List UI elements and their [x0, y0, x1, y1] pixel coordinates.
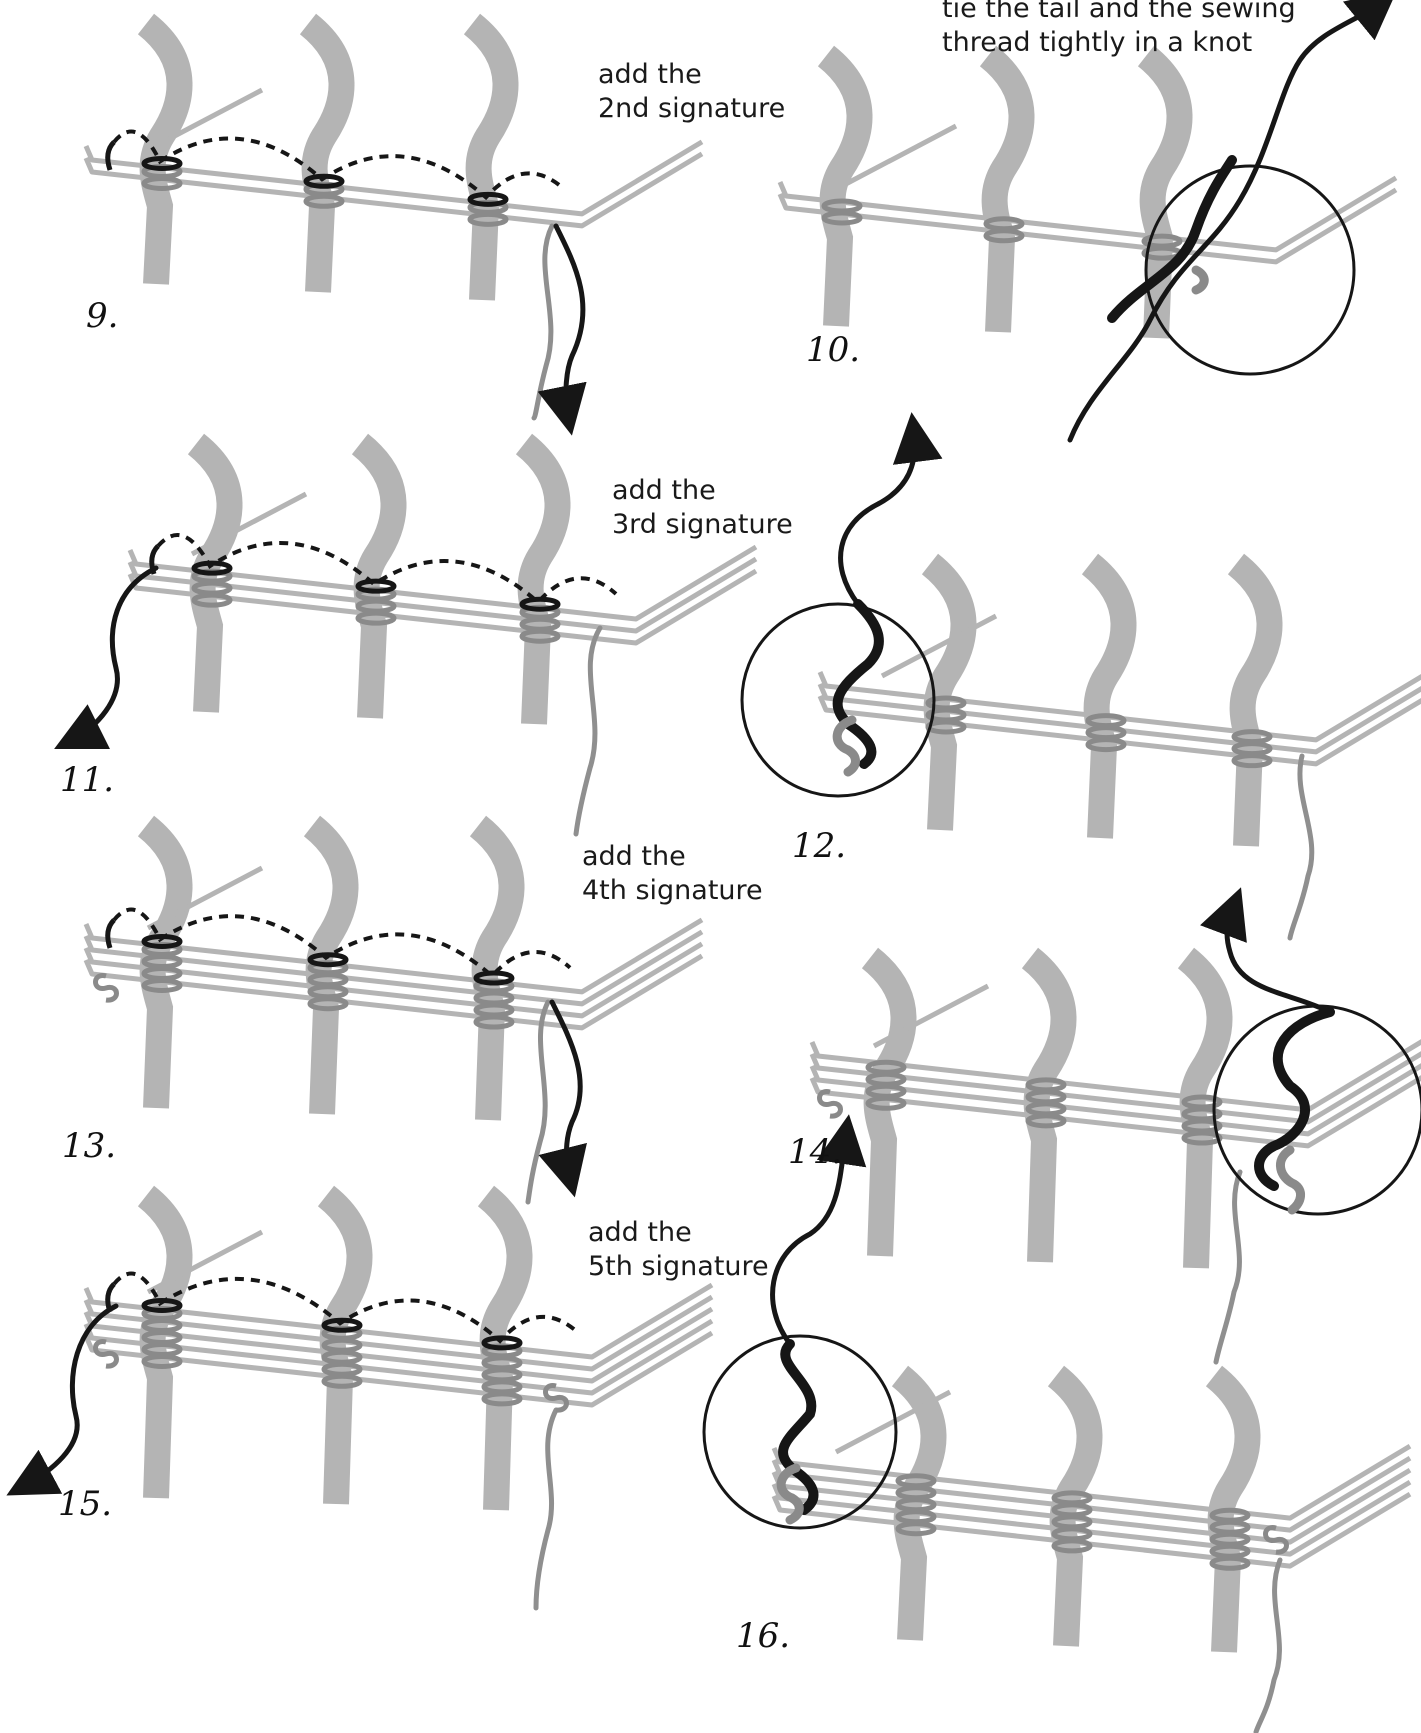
- step-11-caption: add the 3rd signature: [612, 474, 793, 542]
- step-12-illustration-knot-arrow: [841, 432, 915, 604]
- step-16-illustration: [704, 1134, 1410, 1732]
- step-13-number: 13.: [62, 1126, 116, 1166]
- step-15-caption-line-1: add the: [588, 1216, 769, 1250]
- step-13-illustration-tail-thread: [528, 1002, 548, 1202]
- step-14-illustration-knot-tail-detail: [1280, 1150, 1300, 1210]
- step-15-caption: add the 5th signature: [588, 1216, 769, 1284]
- step-9-caption-line-2: 2nd signature: [598, 92, 785, 126]
- step-16-number: 16.: [736, 1616, 790, 1656]
- step-9-illustration-back-2-tape: [308, 24, 342, 292]
- step-11-illustration-sewing-thread-arrow: [72, 568, 156, 740]
- step-16-illustration-tail-thread: [1256, 1560, 1280, 1732]
- step-14-illustration-magnifier-circle: [1214, 1006, 1421, 1214]
- step-11-illustration-back-3-tape: [524, 444, 558, 724]
- step-10-number: 10.: [806, 330, 860, 370]
- step-12-number: 12.: [792, 826, 846, 866]
- step-14-number: 14.: [788, 1132, 842, 1172]
- step-13-caption: add the 4th signature: [582, 840, 763, 908]
- step-9-illustration-sewing-thread-arrow: [556, 226, 583, 416]
- step-13-illustration-entry-stitch: [108, 920, 114, 948]
- step-11-number: 11.: [60, 760, 114, 800]
- step-11-caption-line-1: add the: [612, 474, 793, 508]
- step-10-illustration-knot-arrow: [1070, 2, 1382, 440]
- step-10-illustration-signature-2: [780, 190, 1396, 262]
- step-10-illustration-knot-tail-detail: [1196, 270, 1204, 290]
- step-10-caption-line-2: thread tightly in a knot: [942, 26, 1296, 60]
- step-9-caption: add the 2nd signature: [598, 58, 785, 126]
- step-11-illustration-cover-edge: [192, 494, 306, 554]
- step-11-illustration-tail-thread: [576, 628, 600, 834]
- step-13-caption-line-1: add the: [582, 840, 763, 874]
- step-9-number: 9.: [86, 296, 118, 336]
- step-14-illustration: [812, 906, 1421, 1362]
- step-12-illustration-knot-detail: [838, 604, 879, 764]
- step-12-illustration-back-2-tape: [1090, 564, 1124, 838]
- step-9-illustration-entry-stitch: [108, 142, 114, 170]
- step-10-illustration: [780, 2, 1396, 440]
- step-10-illustration-back-2-tape: [988, 56, 1022, 332]
- step-12-illustration-back-3-tape: [1236, 564, 1270, 846]
- step-9-illustration-back-3-tape: [472, 24, 506, 300]
- step-13-illustration-signature-4: [86, 956, 702, 1028]
- step-15-number: 15.: [58, 1484, 112, 1524]
- step-12-illustration-tail-thread: [1290, 756, 1312, 938]
- step-11-caption-line-2: 3rd signature: [612, 508, 793, 542]
- step-9-caption-line-1: add the: [598, 58, 785, 92]
- step-14-illustration-tail-thread: [1216, 1172, 1240, 1362]
- step-10-caption-line-1: tie the tail and the sewing: [942, 0, 1296, 26]
- step-15-illustration-kettle-knot: [96, 1341, 117, 1366]
- step-10-illustration-back-1-tape: [826, 56, 860, 326]
- step-15-illustration-sewing-thread-arrow: [24, 1306, 116, 1486]
- step-13-caption-line-2: 4th signature: [582, 874, 763, 908]
- step-10-illustration-magnifier-circle: [1146, 166, 1354, 374]
- step-14-illustration-knot-detail: [1259, 1012, 1330, 1186]
- step-15-illustration-tail-thread: [536, 1410, 556, 1608]
- step-10-caption: tie the tail and the sewing thread tight…: [942, 0, 1296, 60]
- step-9-illustration-tail-thread: [534, 226, 552, 418]
- step-15-caption-line-2: 5th signature: [588, 1250, 769, 1284]
- step-14-illustration-knot-arrow: [1227, 906, 1330, 1012]
- step-13-illustration-kettle-knot: [96, 975, 117, 1000]
